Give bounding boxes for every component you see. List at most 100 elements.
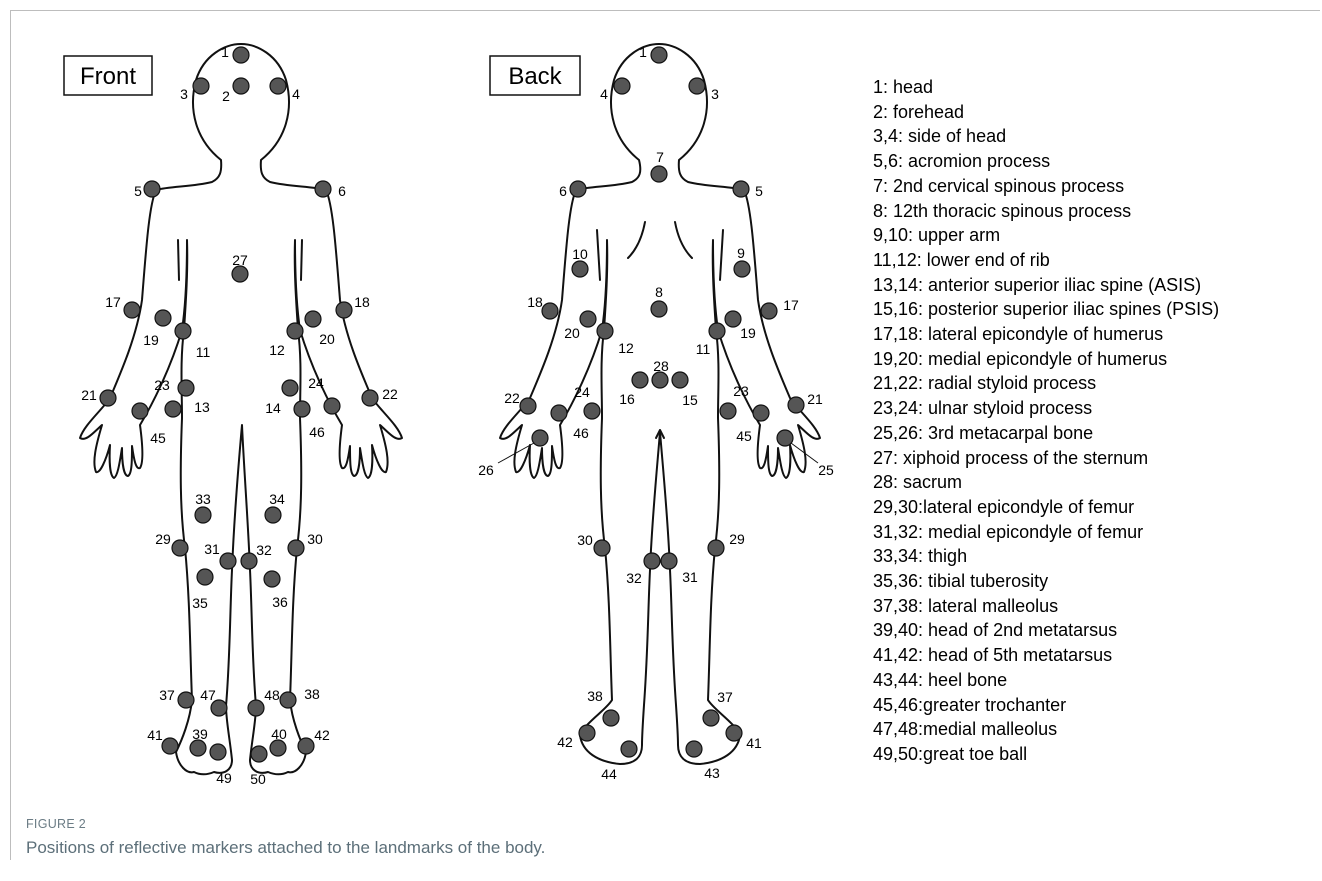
- marker-dot-7: [651, 166, 667, 182]
- legend-item: 15,16: posterior superior iliac spines (…: [873, 297, 1219, 322]
- legend-item: 23,24: ulnar styloid process: [873, 396, 1219, 421]
- marker-dot-11: [709, 323, 725, 339]
- marker-number-17: 17: [783, 297, 799, 313]
- back-label-box: Back: [490, 56, 580, 95]
- marker-dot-19: [155, 310, 171, 326]
- marker-dot-31: [220, 553, 236, 569]
- marker-number-22: 22: [382, 386, 398, 402]
- marker-dot-31: [661, 553, 677, 569]
- marker-dot-5: [733, 181, 749, 197]
- marker-number-21: 21: [807, 391, 823, 407]
- marker-dot-1: [233, 47, 249, 63]
- front-body-outline: [80, 44, 402, 774]
- marker-dot-14: [282, 380, 298, 396]
- marker-number-34: 34: [269, 491, 285, 507]
- marker-number-32: 32: [256, 542, 272, 558]
- legend-item: 11,12: lower end of rib: [873, 248, 1219, 273]
- marker-number-50: 50: [250, 771, 266, 787]
- legend-item: 21,22: radial styloid process: [873, 371, 1219, 396]
- marker-dot-20: [305, 311, 321, 327]
- marker-dot-40: [270, 740, 286, 756]
- marker-dot-4: [270, 78, 286, 94]
- marker-dot-22: [520, 398, 536, 414]
- marker-number-20: 20: [564, 325, 580, 341]
- marker-dot-39: [190, 740, 206, 756]
- front-label-box: Front: [64, 56, 152, 95]
- marker-number-44: 44: [601, 766, 617, 782]
- marker-dot-16: [632, 372, 648, 388]
- marker-number-6: 6: [559, 183, 567, 199]
- marker-number-22: 22: [504, 390, 520, 406]
- marker-dot-23: [720, 403, 736, 419]
- marker-dot-42: [579, 725, 595, 741]
- front-label: Front: [80, 63, 136, 90]
- marker-dot-46: [551, 405, 567, 421]
- marker-number-26: 26: [478, 462, 494, 478]
- marker-number-18: 18: [527, 294, 543, 310]
- marker-dot-13: [178, 380, 194, 396]
- marker-number-38: 38: [304, 686, 320, 702]
- legend-item: 41,42: head of 5th metatarsus: [873, 643, 1219, 668]
- marker-number-6: 6: [338, 183, 346, 199]
- marker-dot-32: [241, 553, 257, 569]
- marker-dot-35: [197, 569, 213, 585]
- marker-dot-8: [651, 301, 667, 317]
- marker-dot-15: [672, 372, 688, 388]
- marker-number-23: 23: [733, 383, 749, 399]
- marker-number-3: 3: [711, 86, 719, 102]
- marker-dot-49: [210, 744, 226, 760]
- marker-number-12: 12: [269, 342, 285, 358]
- marker-number-11: 11: [696, 341, 711, 357]
- legend-item: 31,32: medial epicondyle of femur: [873, 520, 1219, 545]
- marker-dot-1: [651, 47, 667, 63]
- marker-number-41: 41: [147, 727, 163, 743]
- marker-dot-18: [336, 302, 352, 318]
- legend-item: 43,44: heel bone: [873, 668, 1219, 693]
- marker-dot-2: [233, 78, 249, 94]
- marker-dot-24: [294, 401, 310, 417]
- marker-number-14: 14: [265, 400, 281, 416]
- legend-item: 39,40: head of 2nd metatarsus: [873, 618, 1219, 643]
- marker-dot-6: [570, 181, 586, 197]
- marker-number-31: 31: [204, 541, 220, 557]
- marker-number-37: 37: [159, 687, 175, 703]
- marker-dot-21: [100, 390, 116, 406]
- marker-number-9: 9: [737, 245, 745, 261]
- marker-dot-3: [193, 78, 209, 94]
- figure-number: FIGURE 2: [26, 817, 86, 831]
- marker-number-42: 42: [557, 734, 573, 750]
- marker-dot-34: [265, 507, 281, 523]
- legend-item: 13,14: anterior superior iliac spine (AS…: [873, 273, 1219, 298]
- marker-dot-38: [603, 710, 619, 726]
- marker-dot-37: [178, 692, 194, 708]
- marker-number-45: 45: [736, 428, 752, 444]
- marker-dot-19: [725, 311, 741, 327]
- marker-number-35: 35: [192, 595, 208, 611]
- marker-dot-12: [287, 323, 303, 339]
- marker-number-29: 29: [155, 531, 171, 547]
- marker-number-48: 48: [264, 687, 280, 703]
- marker-number-40: 40: [271, 726, 287, 742]
- marker-dot-29: [172, 540, 188, 556]
- marker-number-2: 2: [222, 88, 230, 104]
- marker-number-8: 8: [655, 284, 663, 300]
- marker-number-49: 49: [216, 770, 232, 786]
- marker-number-46: 46: [573, 425, 589, 441]
- legend-item: 29,30:lateral epicondyle of femur: [873, 495, 1219, 520]
- marker-number-42: 42: [314, 727, 330, 743]
- marker-number-31: 31: [682, 569, 698, 585]
- marker-number-27: 27: [232, 252, 248, 268]
- marker-number-21: 21: [81, 387, 97, 403]
- marker-dot-6: [315, 181, 331, 197]
- marker-number-18: 18: [354, 294, 370, 310]
- marker-number-45: 45: [150, 430, 166, 446]
- figure-caption: Positions of reflective markers attached…: [26, 838, 545, 858]
- marker-dot-11: [175, 323, 191, 339]
- legend-item: 37,38: lateral malleolus: [873, 594, 1219, 619]
- legend-item: 28: sacrum: [873, 470, 1219, 495]
- marker-number-19: 19: [143, 332, 159, 348]
- marker-dot-24: [584, 403, 600, 419]
- marker-number-47: 47: [200, 687, 216, 703]
- marker-number-24: 24: [308, 375, 324, 391]
- marker-number-25: 25: [818, 462, 834, 478]
